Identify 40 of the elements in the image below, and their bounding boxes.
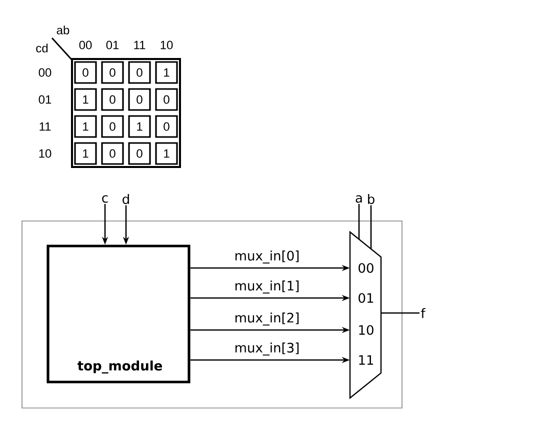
row-header: 11 xyxy=(40,122,51,131)
column-header: 11 xyxy=(134,40,146,50)
row-header: 01 xyxy=(38,95,52,104)
kmap-cell: 0 xyxy=(128,88,151,111)
signal-label: d xyxy=(122,194,129,204)
column-header: 00 xyxy=(79,40,92,50)
signal-label: b xyxy=(368,194,374,204)
kmap-cell: 0 xyxy=(155,115,178,138)
kmap-cell: 0 xyxy=(101,61,124,84)
edge-label: mux_in[1] xyxy=(236,280,299,294)
kmap-cell: 0 xyxy=(101,88,124,111)
kmap-cell: 1 xyxy=(74,142,97,165)
kmap-cell: 0 xyxy=(74,61,97,84)
kmap-cell: 1 xyxy=(128,115,151,138)
kmap-cell: 1 xyxy=(155,61,178,84)
row-header: 00 xyxy=(38,68,52,77)
kmap-cell: 0 xyxy=(101,142,124,165)
kmap-cell: 0 xyxy=(155,88,178,111)
edge-label: mux_in[2] xyxy=(236,312,299,326)
signal-label: c xyxy=(102,195,108,203)
wire xyxy=(381,312,420,314)
signal-label: a xyxy=(356,195,362,203)
column-header: 01 xyxy=(106,40,119,50)
axis-label: ab xyxy=(56,26,70,34)
signal-label: f xyxy=(421,308,426,318)
wire xyxy=(370,205,372,249)
edge-label: mux_in[3] xyxy=(236,342,299,356)
column-header: 10 xyxy=(160,40,173,50)
kmap-cell: 1 xyxy=(74,115,97,138)
kmap-cell: 0 xyxy=(101,115,124,138)
kmap-cell: 0 xyxy=(128,142,151,165)
wire xyxy=(358,204,360,240)
module-frame xyxy=(22,220,402,408)
kmap-cell: 1 xyxy=(74,88,97,111)
edge-label: mux_in[0] xyxy=(236,250,299,264)
axis-label: cd xyxy=(36,44,48,52)
kmap-cell: 0 xyxy=(128,61,151,84)
row-header: 10 xyxy=(39,149,52,158)
kmap-cell: 1 xyxy=(155,142,178,165)
module-box: top_module xyxy=(46,244,190,384)
